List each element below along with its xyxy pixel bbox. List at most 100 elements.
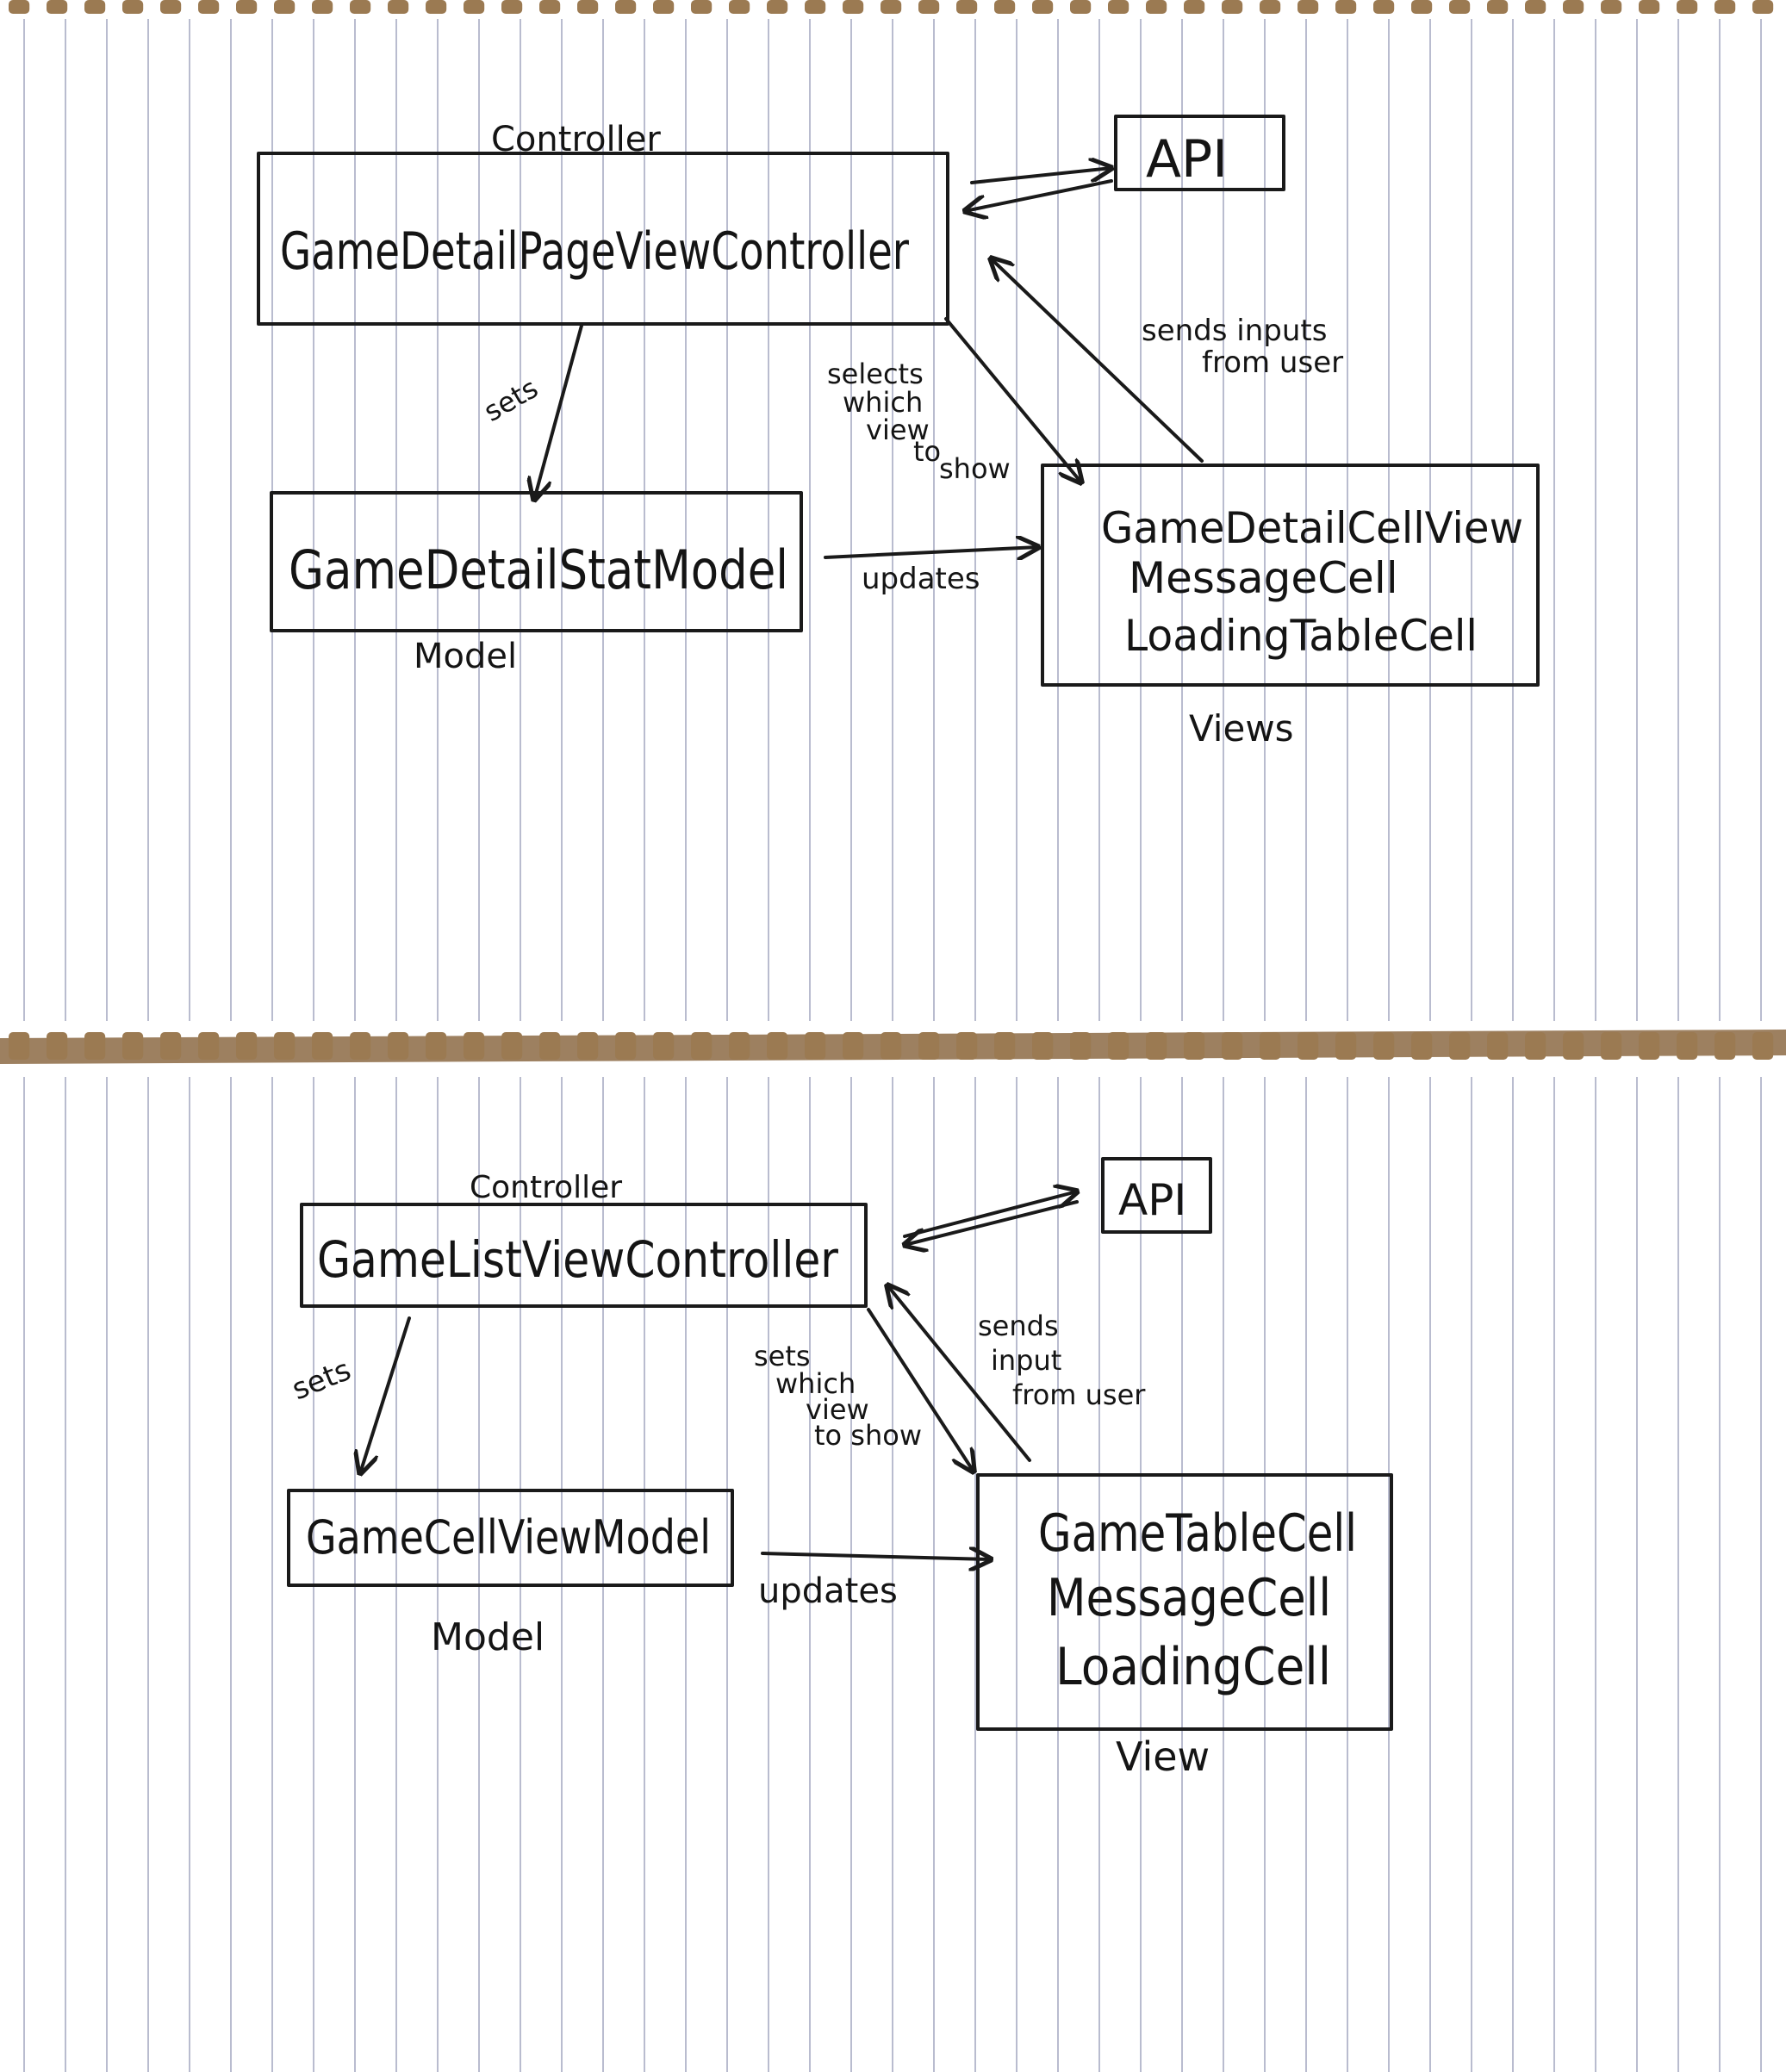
- perforation-hole: [464, 0, 485, 14]
- perforation-hole: [1070, 0, 1092, 14]
- d1-controller-name: GameDetailPageViewController: [280, 221, 909, 282]
- d1-arrow-sends-input: [991, 258, 1204, 463]
- perforation-hole: [881, 0, 902, 14]
- d2-arrow-sends-input: [887, 1285, 1031, 1462]
- perforation-hole: [1487, 1032, 1509, 1060]
- d1-edge-selects: selects which view to show: [827, 358, 1011, 485]
- perforation-hole: [388, 1032, 409, 1060]
- perforation-hole: [1563, 0, 1584, 14]
- perforation-hole: [1184, 0, 1205, 14]
- perforation-hole: [805, 0, 826, 14]
- perforation-hole: [1184, 1032, 1205, 1060]
- perforation-hole: [1411, 0, 1433, 14]
- perforation-hole: [729, 1032, 750, 1060]
- d2-edge-selects: sets which view to show: [754, 1340, 922, 1452]
- perforation-hole: [47, 1032, 68, 1060]
- d2-controller-name: GameListViewController: [317, 1230, 838, 1289]
- d2-model-box: [287, 1489, 734, 1587]
- d2-view-item-2: MessageCell: [1047, 1568, 1331, 1628]
- d1-edge-sends: sends inputs from user: [1142, 314, 1343, 380]
- perforation-hole: [615, 1032, 637, 1060]
- perforation-hole: [426, 0, 447, 14]
- perforation-hole: [1335, 0, 1357, 14]
- d2-edge-sends: sends input from user: [978, 1310, 1146, 1411]
- perforation-hole: [1449, 1032, 1471, 1060]
- perforation-hole: [1639, 1032, 1660, 1060]
- perforation-hole: [274, 0, 296, 14]
- perforation-hole: [994, 0, 1016, 14]
- perforation-hole: [767, 1032, 788, 1060]
- d1-views-role: Views: [1189, 707, 1294, 750]
- perforation-hole: [1335, 1032, 1357, 1060]
- perforation-hole: [1108, 1032, 1129, 1060]
- d2-arrow-updates: [761, 1553, 991, 1559]
- perforation-hole: [805, 1032, 826, 1060]
- perforation-hole: [1525, 0, 1546, 14]
- perforation-hole: [160, 1032, 182, 1060]
- d2-controller-box: [300, 1203, 868, 1308]
- perforation-hole: [84, 1032, 106, 1060]
- perforation-hole: [501, 0, 523, 14]
- perforation-hole: [1032, 1032, 1054, 1060]
- perforation-hole: [160, 0, 182, 14]
- perforation-hole: [1601, 0, 1622, 14]
- perforation-hole: [918, 0, 940, 14]
- d2-arrow-sets: [360, 1316, 411, 1473]
- d2-api-box: [1101, 1157, 1212, 1234]
- perforation-hole: [1714, 0, 1736, 14]
- perforation-hole: [1487, 0, 1509, 14]
- perforation-hole: [198, 0, 220, 14]
- perforation-hole: [653, 0, 675, 14]
- d1-controller-box: [257, 152, 949, 326]
- d2-view-item-1: GameTableCell: [1038, 1503, 1357, 1564]
- perforation-hole: [388, 0, 409, 14]
- perforation-hole: [615, 0, 637, 14]
- diagram-1: Controller GameDetailPageViewController …: [257, 115, 1540, 750]
- perforation-hole: [1373, 0, 1395, 14]
- perforation-hole: [956, 1032, 978, 1060]
- d2-view-box: [976, 1473, 1393, 1731]
- perforation-hole: [9, 1032, 30, 1060]
- d2-model-name: GameCellViewModel: [306, 1510, 711, 1565]
- d1-views-item-1: GameDetailCellView: [1101, 503, 1523, 553]
- perforation-hole: [350, 1032, 371, 1060]
- perforation-hole: [1032, 0, 1054, 14]
- d1-arrow-sets: [534, 324, 583, 500]
- perforation-hole: [1070, 1032, 1092, 1060]
- d2-arrow-from-api: [905, 1200, 1079, 1245]
- perforation-hole: [236, 0, 258, 14]
- perforation-hole: [1260, 0, 1281, 14]
- perforation-hole: [9, 0, 30, 14]
- perforation-hole: [501, 1032, 523, 1060]
- perforation-hole: [198, 1032, 220, 1060]
- perforation-hole: [122, 0, 144, 14]
- perforation-hole: [994, 1032, 1016, 1060]
- perforation-hole: [653, 1032, 675, 1060]
- perforation-hole: [1146, 0, 1167, 14]
- d2-arrow-to-api: [903, 1192, 1077, 1238]
- perforation-hole: [1297, 1032, 1319, 1060]
- perforation-hole: [1411, 1032, 1433, 1060]
- perforation-hole: [539, 0, 561, 14]
- perforation-hole: [691, 0, 713, 14]
- perforation-hole: [312, 1032, 333, 1060]
- perforation-hole: [1677, 0, 1698, 14]
- perforation-hole: [843, 1032, 864, 1060]
- d1-api-box: [1114, 115, 1285, 191]
- d1-arrow-to-api: [970, 168, 1111, 184]
- perforation-hole: [1222, 1032, 1243, 1060]
- d1-views-item-2: MessageCell: [1129, 553, 1398, 603]
- perforation-hole: [1449, 0, 1471, 14]
- perforation-hole: [1714, 1032, 1736, 1060]
- perforation-hole: [539, 1032, 561, 1060]
- perforation-hole: [1222, 0, 1243, 14]
- rule-lines: [23, 19, 1762, 2072]
- d2-api-label: API: [1118, 1175, 1186, 1225]
- perforation-hole: [47, 0, 68, 14]
- perforation-hole: [1260, 1032, 1281, 1060]
- perforation-hole: [767, 0, 788, 14]
- d1-model-name: GameDetailStatModel: [289, 538, 788, 601]
- d1-api-label: API: [1146, 129, 1228, 190]
